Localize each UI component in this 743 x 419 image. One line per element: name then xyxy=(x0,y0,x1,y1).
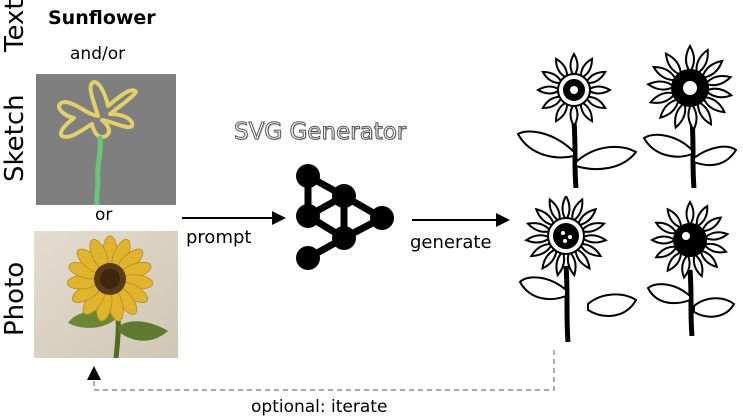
output-sunflower-3 xyxy=(518,196,638,342)
generate-label: generate xyxy=(410,232,492,253)
generate-arrow xyxy=(412,213,510,227)
text-row-label: Text xyxy=(0,0,30,52)
sketch-image xyxy=(36,74,176,205)
prompt-arrow xyxy=(182,211,286,225)
iterate-label: optional: iterate xyxy=(251,397,388,417)
sketch-row-label: Sketch xyxy=(0,94,30,182)
prompt-label: prompt xyxy=(186,227,252,248)
output-sunflower-1 xyxy=(516,52,638,188)
photo-image xyxy=(34,231,178,358)
output-sunflower-2 xyxy=(642,44,738,188)
output-sunflower-4 xyxy=(646,200,736,336)
text-prompt: Sunflower xyxy=(48,7,156,29)
neural-network-icon xyxy=(296,164,394,270)
generator-title: SVG Generator xyxy=(233,119,407,145)
iterate-loop-line xyxy=(87,350,555,391)
and-or-label: and/or xyxy=(70,44,126,64)
photo-row-label: Photo xyxy=(0,261,30,336)
or-label: or xyxy=(95,205,113,225)
